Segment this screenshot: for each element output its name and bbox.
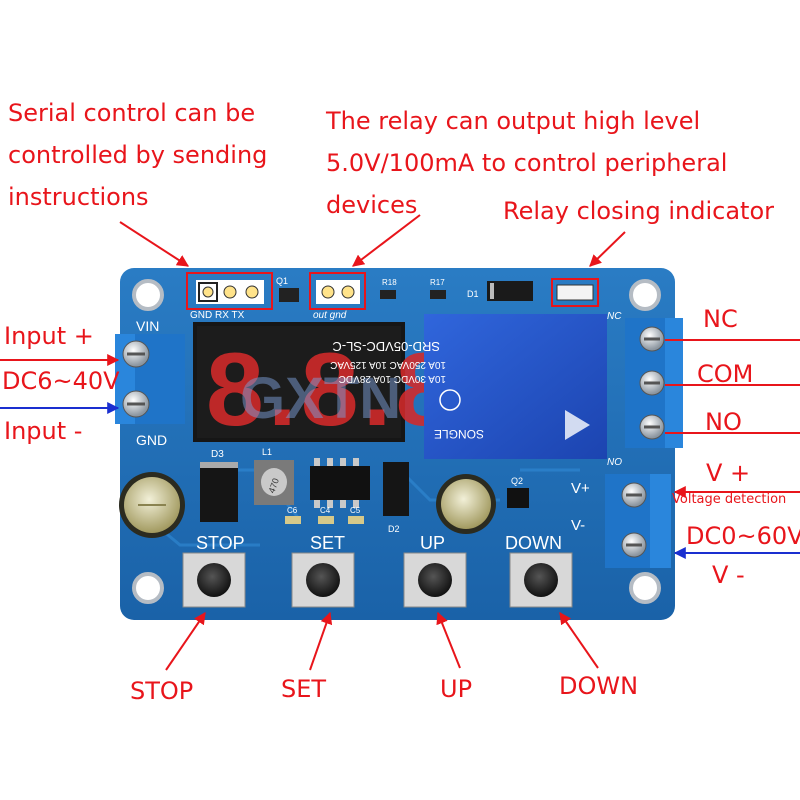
relay-led-highlight [551,278,599,307]
v-minus-silk-label: V- [571,517,585,534]
serial-highlight-box [186,272,273,310]
arrow-relay-output [352,214,421,267]
dc-range-annotation: DC6~40V [2,367,120,395]
v-plus-silk-label: V+ [571,480,590,497]
d2-label: D2 [388,524,400,534]
button-down[interactable] [509,552,573,608]
set-annotation: SET [281,675,327,703]
relay-led [556,284,594,301]
detect-terminal-block [605,474,671,568]
output-header-labels: out gnd [313,310,347,321]
relay-rating-1: 10A 250VAC 10A 125VAC [330,359,446,370]
nc-silk-label: NC [607,311,622,322]
arrow-relay-indicator [589,231,626,267]
q2-transistor [507,488,529,508]
no-silk-label: NO [607,457,622,468]
nc-annotation: NC [703,305,738,333]
relay-output-line-3: devices [326,191,418,219]
r18-resistor [380,290,396,299]
btn-up-silk: UP [420,533,445,553]
relay-brand: SONGLE [434,427,484,441]
c6-label: C6 [287,506,298,515]
btn-stop-silk: STOP [196,533,245,553]
down-annotation: DOWN [559,672,639,700]
relay-output-annotation: The relay can output high level 5.0V/100… [326,100,727,226]
relay-rating-2: 10A 30VDC 10A 28VDC [339,373,446,384]
voltage-detection-annotation: Voltage detection [672,492,787,507]
up-annotation: UP [440,675,473,703]
c5-label: C5 [350,506,361,515]
v-plus-annotation: V + [706,459,751,487]
inductor-marking: 470 [266,477,281,495]
r17-label: R17 [430,278,445,287]
relay-output-line-2: 5.0V/100mA to control peripheral [326,149,728,177]
l1-label: L1 [262,447,272,457]
arrow-serial [119,221,190,267]
relay-model: SRD-05VDC-SL-C [332,339,440,354]
com-annotation: COM [697,360,754,388]
serial-annotation-line-2: controlled by sending [8,141,268,169]
q1-transistor [279,288,299,302]
gnd-label: GND [136,432,167,448]
electrolytic-capacitor-left [119,472,185,538]
d3-diode [200,462,238,522]
relay-output-line-1: The relay can output high level [326,107,701,135]
d3-label: D3 [211,449,224,460]
d1-diode [487,281,533,301]
relay-terminal-block [625,318,683,448]
c6-capacitor [285,516,301,524]
d1-label: D1 [467,289,479,299]
c4-label: C4 [320,506,331,515]
vin-label: VIN [136,318,159,334]
button-stop[interactable] [182,552,246,608]
arrow-down [559,612,599,669]
relay-markings: SRD-05VDC-SL-C 10A 250VAC 10A 125VAC 10A… [330,339,484,441]
c5-capacitor [348,516,364,524]
input-minus-annotation: Input - [4,417,83,445]
btn-down-silk: DOWN [505,533,562,553]
button-up[interactable] [403,552,467,608]
serial-annotation-line-1: Serial control can be [8,99,256,127]
serial-header: GND RX TX [190,280,264,321]
q2-label: Q2 [511,476,523,486]
dc-detect-range-annotation: DC0~60V [686,522,800,550]
arrow-set [309,611,333,671]
c4-capacitor [318,516,334,524]
r17-resistor [430,290,446,299]
serial-annotation-line-3: instructions [8,183,149,211]
arrow-up [436,611,461,669]
button-set[interactable] [291,552,355,608]
ic-chip [310,458,370,508]
arrow-stop [165,612,206,671]
serial-header-labels: GND RX TX [190,310,245,321]
vin-terminal-block [115,334,185,424]
output-highlight-box [309,272,366,310]
relay: SRD-05VDC-SL-C 10A 250VAC 10A 125VAC 10A… [330,314,607,459]
q1-label: Q1 [276,276,288,286]
electrolytic-capacitor-right [436,474,496,534]
serial-annotation: Serial control can be controlled by send… [8,92,267,218]
input-plus-annotation: Input + [4,322,94,350]
v-minus-annotation: V - [712,561,745,589]
watermark: GXTN [240,366,401,431]
mounting-holes [132,279,661,604]
relay-indicator-annotation: Relay closing indicator [503,197,775,225]
r18-label: R18 [382,278,397,287]
output-header: out gnd [313,280,360,321]
stop-annotation: STOP [130,677,194,705]
d2-diode [383,462,409,516]
annotation-arrows [0,214,800,671]
no-annotation: NO [705,408,742,436]
btn-set-silk: SET [310,533,345,553]
